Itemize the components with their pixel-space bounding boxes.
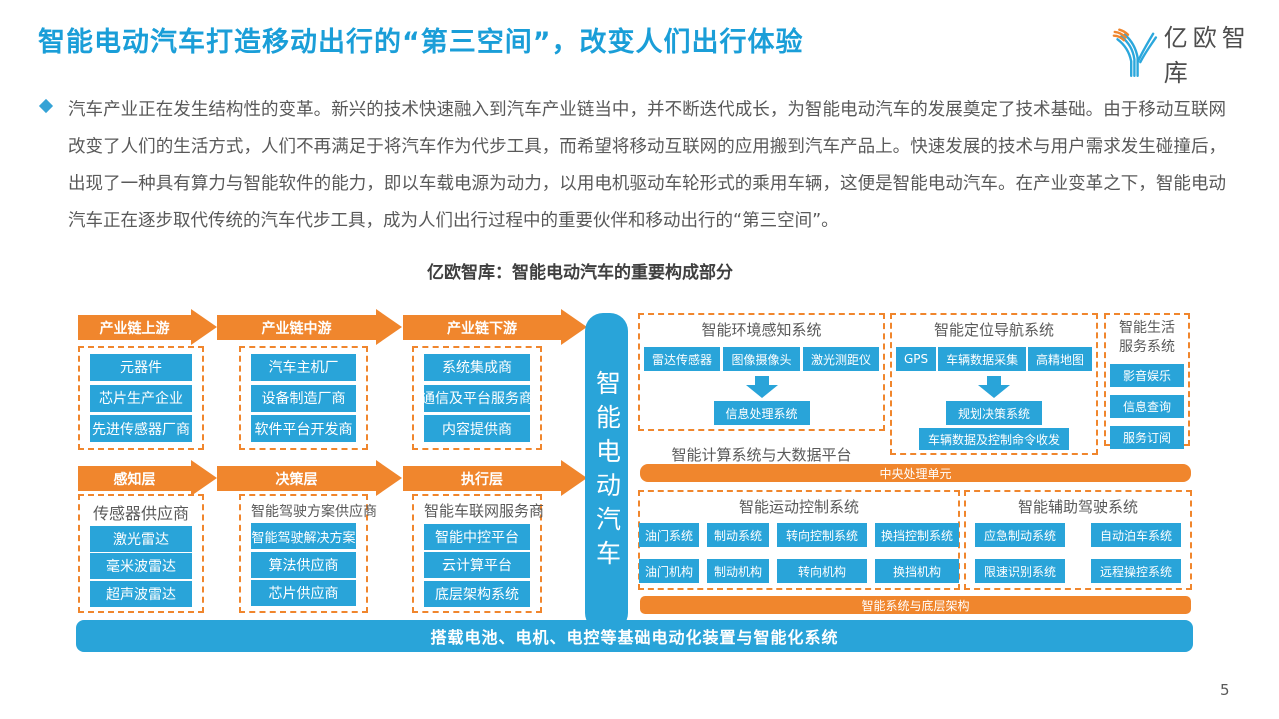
group-downstream: 系统集成商 通信及平台服务商 内容提供商 xyxy=(412,346,542,450)
chip-remote-control: 远程操控系统 xyxy=(1091,559,1181,583)
page-title: 智能电动汽车打造移动出行的“第三空间”，改变人们出行体验 xyxy=(38,27,804,58)
logo-text: 亿欧智库 xyxy=(1163,24,1251,87)
group-driving-solution-suppliers: 智能驾驶方案供应商 智能驾驶解决方案 算法供应商 芯片供应商 xyxy=(239,494,377,613)
chip-radar-sensor: 雷达传感器 xyxy=(644,347,721,371)
chip-sensor-2: 毫米波雷达 xyxy=(90,553,192,580)
system-motion-control: 智能运动控制系统 油门系统 制动系统 转向控制系统 换挡控制系统 油门机构 制动… xyxy=(638,490,960,590)
arrow-head-icon xyxy=(191,309,217,345)
chip-brake-system: 制动系统 xyxy=(707,523,769,547)
chip-midstream-3: 软件平台开发商 xyxy=(251,415,356,443)
chip-speed-limit-recognition: 限速识别系统 xyxy=(975,559,1065,583)
system-title: 智能环境感知系统 xyxy=(701,321,822,339)
arrow-chain-midstream: 产业链中游 xyxy=(217,315,376,340)
center-vehicle-bar: 智能电动汽车 xyxy=(585,313,628,631)
chip-service-subscription: 服务订阅 xyxy=(1110,426,1184,449)
arrow-head-icon xyxy=(376,460,402,496)
chip-laser-rangefinder: 激光测距仪 xyxy=(802,347,879,371)
system-title: 智能辅助驾驶系统 xyxy=(1017,498,1138,516)
chip-telematics-1: 智能中控平台 xyxy=(424,523,530,550)
chip-steering-mechanism: 转向机构 xyxy=(777,559,867,583)
page-number: 5 xyxy=(1220,681,1230,699)
chip-downstream-1: 系统集成商 xyxy=(424,353,530,381)
chip-planning-decision: 规划决策系统 xyxy=(946,401,1042,425)
chip-midstream-2: 设备制造厂商 xyxy=(251,384,356,412)
system-title: 智能定位导航系统 xyxy=(933,321,1054,339)
cpu-bar: 中央处理单元 xyxy=(640,464,1191,482)
center-vehicle-label: 智能电动汽车 xyxy=(592,370,622,574)
chip-downstream-3: 内容提供商 xyxy=(424,415,530,443)
logo-y-icon xyxy=(1112,28,1158,78)
system-title: 智能运动控制系统 xyxy=(738,498,859,516)
chip-solution-1: 智能驾驶解决方案 xyxy=(251,523,356,550)
group-midstream: 汽车主机厂 设备制造厂商 软件平台开发商 xyxy=(239,346,368,450)
chip-upstream-1: 元器件 xyxy=(90,353,192,381)
down-arrow-icon xyxy=(978,376,1010,398)
chip-data-command: 车辆数据及控制命令收发 xyxy=(919,428,1069,450)
group-telematics-providers: 智能车联网服务商 智能中控平台 云计算平台 底层架构系统 xyxy=(412,494,545,613)
arrow-chain-downstream: 产业链下游 xyxy=(403,315,561,340)
diagram-title: 亿欧智库：智能电动汽车的重要构成部分 xyxy=(427,263,733,283)
chip-info-processing: 信息处理系统 xyxy=(713,401,810,425)
architecture-bar: 智能系统与底层架构 xyxy=(640,596,1191,614)
system-assisted-driving: 智能辅助驾驶系统 应急制动系统 自动泊车系统 限速识别系统 远程操控系统 xyxy=(964,490,1192,590)
arrow-perception-layer: 感知层 xyxy=(78,466,191,491)
chip-telematics-3: 底层架构系统 xyxy=(424,580,530,607)
compute-platform-label: 智能计算系统与大数据平台 xyxy=(671,446,852,464)
arrow-execution-layer: 执行层 xyxy=(403,466,561,491)
chip-emergency-brake: 应急制动系统 xyxy=(975,523,1065,547)
group-header: 智能车联网服务商 xyxy=(424,502,545,521)
system-positioning-nav: 智能定位导航系统 GPS 车辆数据采集 高精地图 规划决策系统 车辆数据及控制命… xyxy=(890,313,1098,455)
down-arrow-icon xyxy=(745,376,778,398)
chip-solution-3: 芯片供应商 xyxy=(251,580,356,607)
chip-steering-control-system: 转向控制系统 xyxy=(777,523,867,547)
chip-camera: 图像摄像头 xyxy=(723,347,800,371)
chip-sensor-3: 超声波雷达 xyxy=(90,581,192,608)
arrow-decision-layer: 决策层 xyxy=(217,466,376,491)
chip-media-entertainment: 影音娱乐 xyxy=(1110,364,1184,387)
brand-logo: 亿欧智库 xyxy=(1112,18,1279,88)
arrow-head-icon xyxy=(191,460,217,496)
system-smart-life: 智能生活 服务系统 影音娱乐 信息查询 服务订阅 xyxy=(1104,313,1190,449)
arrow-chain-upstream: 产业链上游 xyxy=(78,315,191,340)
chip-throttle-system: 油门系统 xyxy=(639,523,699,547)
chip-upstream-3: 先进传感器厂商 xyxy=(90,415,192,443)
chip-gearshift-control-system: 换挡控制系统 xyxy=(875,523,959,547)
arrow-head-icon xyxy=(561,309,587,345)
chip-midstream-1: 汽车主机厂 xyxy=(251,353,356,381)
chip-sensor-1: 激光雷达 xyxy=(90,525,192,552)
chip-upstream-2: 芯片生产企业 xyxy=(90,384,192,412)
group-upstream: 元器件 芯片生产企业 先进传感器厂商 xyxy=(78,346,204,450)
intro-paragraph: 汽车产业正在发生结构性的变革。新兴的技术快速融入到汽车产业链当中，并不断迭代成长… xyxy=(68,100,1226,231)
arrow-head-icon xyxy=(561,460,587,496)
foundation-bar: 搭载电池、电机、电控等基础电动化装置与智能化系统 xyxy=(76,620,1193,652)
system-title: 智能生活 服务系统 xyxy=(1119,320,1175,355)
diamond-bullet-icon xyxy=(38,98,54,114)
system-env-perception: 智能环境感知系统 雷达传感器 图像摄像头 激光测距仪 信息处理系统 xyxy=(638,313,885,431)
arrow-head-icon xyxy=(376,309,402,345)
chip-gps: GPS xyxy=(896,347,937,371)
chip-downstream-2: 通信及平台服务商 xyxy=(421,384,533,412)
chip-throttle-mechanism: 油门机构 xyxy=(639,559,699,583)
chip-hd-map: 高精地图 xyxy=(1027,347,1092,371)
chip-info-query: 信息查询 xyxy=(1110,395,1184,418)
chip-solution-2: 算法供应商 xyxy=(251,551,356,578)
chip-vehicle-data-collection: 车辆数据采集 xyxy=(938,347,1027,371)
chip-brake-mechanism: 制动机构 xyxy=(707,559,769,583)
group-sensor-suppliers: 传感器供应商 激光雷达 毫米波雷达 超声波雷达 xyxy=(78,494,204,613)
group-header: 传感器供应商 xyxy=(92,503,189,523)
chip-telematics-2: 云计算平台 xyxy=(424,552,530,579)
chip-gearshift-mechanism: 换挡机构 xyxy=(875,559,959,583)
chip-auto-parking: 自动泊车系统 xyxy=(1091,523,1181,547)
group-header: 智能驾驶方案供应商 xyxy=(251,503,377,520)
